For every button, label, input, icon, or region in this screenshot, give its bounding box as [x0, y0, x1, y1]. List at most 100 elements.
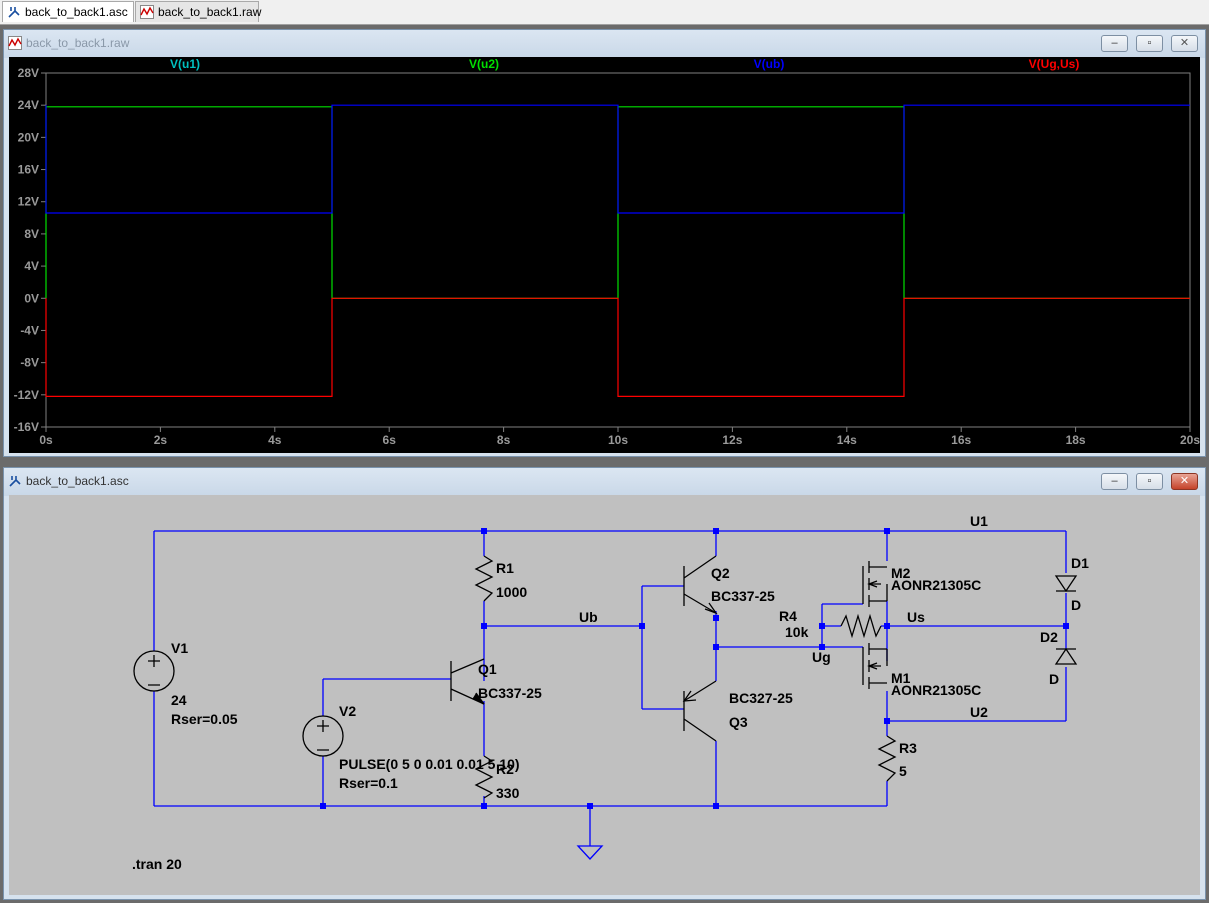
- net-label-u2[interactable]: U2: [970, 704, 988, 720]
- r3-symbol[interactable]: [877, 735, 897, 782]
- y-tick-label: -12V: [14, 388, 39, 402]
- r4-value[interactable]: 10k: [785, 624, 809, 640]
- y-tick-label: -4V: [20, 323, 39, 337]
- q3-symbol[interactable]: [682, 680, 717, 742]
- legend-entry: V(u2): [469, 57, 499, 71]
- q1-label[interactable]: Q1: [478, 661, 497, 677]
- r1-symbol[interactable]: [474, 555, 494, 602]
- schematic-drawing[interactable]: V1 24 Rser=0.05 V2 PULSE(0 5 0 0.01 0.01…: [9, 495, 1200, 895]
- v1-value[interactable]: 24: [171, 692, 187, 708]
- net-label-u1[interactable]: U1: [970, 513, 988, 529]
- y-tick-label: 16V: [18, 163, 39, 177]
- waveform-window-titlebar[interactable]: back_to_back1.raw ‒ ▫ ✕: [4, 30, 1205, 58]
- m1-label[interactable]: M1: [891, 670, 911, 686]
- ground-symbol[interactable]: [576, 806, 604, 860]
- r1-value[interactable]: 1000: [496, 584, 527, 600]
- minimize-button[interactable]: ‒: [1101, 35, 1128, 52]
- schematic-window-title: back_to_back1.asc: [26, 474, 129, 488]
- waveform-window-title: back_to_back1.raw: [26, 36, 130, 50]
- waveform-icon: [8, 36, 22, 50]
- close-icon: ✕: [1179, 475, 1190, 487]
- q3-label[interactable]: Q3: [729, 714, 748, 730]
- y-tick-label: 8V: [24, 227, 39, 241]
- x-tick-label: 12s: [722, 433, 742, 447]
- x-tick-label: 18s: [1066, 433, 1086, 447]
- q3-model[interactable]: BC327-25: [729, 690, 793, 706]
- tab-waveform-label: back_to_back1.raw: [158, 5, 262, 19]
- schematic-window: back_to_back1.asc ‒ ▫ ✕: [3, 467, 1206, 900]
- net-label-ub[interactable]: Ub: [579, 609, 598, 625]
- d2-model[interactable]: D: [1049, 671, 1059, 687]
- x-tick-label: 16s: [951, 433, 971, 447]
- restore-icon: ▫: [1147, 475, 1152, 487]
- net-label-ug[interactable]: Ug: [812, 649, 831, 665]
- tab-schematic[interactable]: back_to_back1.asc: [2, 1, 134, 22]
- v2-label[interactable]: V2: [339, 703, 356, 719]
- close-button[interactable]: ✕: [1171, 473, 1198, 490]
- minimize-icon: ‒: [1111, 37, 1118, 49]
- restore-button[interactable]: ▫: [1136, 35, 1163, 52]
- series-line-vugus: [45, 297, 1190, 397]
- m1-model[interactable]: AONR21305C: [891, 682, 981, 698]
- net-label-us[interactable]: Us: [907, 609, 925, 625]
- m2-label[interactable]: M2: [891, 565, 911, 581]
- y-tick-label: 12V: [18, 195, 39, 209]
- q2-label[interactable]: Q2: [711, 565, 730, 581]
- q2-symbol[interactable]: [683, 555, 718, 615]
- v1-label[interactable]: V1: [171, 640, 188, 656]
- y-tick-label: 0V: [24, 291, 39, 305]
- x-tick-label: 6s: [383, 433, 397, 447]
- schematic-canvas[interactable]: V1 24 Rser=0.05 V2 PULSE(0 5 0 0.01 0.01…: [9, 495, 1200, 895]
- wires: [153, 530, 1067, 807]
- spice-directive[interactable]: .tran 20: [132, 856, 182, 872]
- v2-rser[interactable]: Rser=0.1: [339, 775, 398, 791]
- d1-symbol[interactable]: [1054, 575, 1078, 593]
- m1-symbol[interactable]: [862, 643, 888, 689]
- r2-value[interactable]: 330: [496, 785, 520, 801]
- q2-model[interactable]: BC337-25: [711, 588, 775, 604]
- junction-dots: [320, 528, 1069, 809]
- document-tab-bar: back_to_back1.asc back_to_back1.raw: [0, 0, 1209, 25]
- d1-model[interactable]: D: [1071, 597, 1081, 613]
- r2-symbol[interactable]: [474, 755, 494, 799]
- d1-label[interactable]: D1: [1071, 555, 1089, 571]
- d2-symbol[interactable]: [1054, 647, 1078, 665]
- r4-symbol[interactable]: [840, 613, 882, 639]
- v1-rser[interactable]: Rser=0.05: [171, 711, 238, 727]
- tab-waveform[interactable]: back_to_back1.raw: [135, 1, 262, 22]
- schematic-window-titlebar[interactable]: back_to_back1.asc ‒ ▫ ✕: [4, 468, 1205, 496]
- minimize-icon: ‒: [1111, 475, 1118, 487]
- waveform-icon: [140, 5, 154, 19]
- d2-label[interactable]: D2: [1040, 629, 1058, 645]
- r2-label[interactable]: R2: [496, 761, 514, 777]
- v1-symbol[interactable]: [133, 650, 175, 692]
- m2-model[interactable]: AONR21305C: [891, 577, 981, 593]
- close-button[interactable]: ✕: [1171, 35, 1198, 52]
- q1-symbol[interactable]: [450, 658, 485, 705]
- r4-label[interactable]: R4: [779, 608, 797, 624]
- q1-model[interactable]: BC337-25: [478, 685, 542, 701]
- x-tick-label: 8s: [497, 433, 511, 447]
- legend-entry: V(ub): [754, 57, 785, 71]
- restore-icon: ▫: [1147, 37, 1152, 49]
- tab-schematic-label: back_to_back1.asc: [25, 5, 128, 19]
- v2-value[interactable]: PULSE(0 5 0 0.01 0.01 5 10): [339, 756, 520, 772]
- y-tick-label: -8V: [20, 356, 39, 370]
- y-tick-label: -16V: [14, 420, 39, 434]
- r1-label[interactable]: R1: [496, 560, 514, 576]
- m2-symbol[interactable]: [862, 561, 888, 607]
- r3-label[interactable]: R3: [899, 740, 917, 756]
- legend-entry: V(Ug,Us): [1029, 57, 1080, 71]
- schematic-icon: [8, 7, 20, 18]
- v2-symbol[interactable]: [302, 715, 344, 757]
- restore-button[interactable]: ▫: [1136, 473, 1163, 490]
- schematic-labels: V1 24 Rser=0.05 V2 PULSE(0 5 0 0.01 0.01…: [132, 513, 1089, 872]
- x-tick-label: 4s: [268, 433, 282, 447]
- minimize-button[interactable]: ‒: [1101, 473, 1128, 490]
- series-line-vub: [45, 104, 1190, 214]
- r3-value[interactable]: 5: [899, 763, 907, 779]
- x-tick-label: 2s: [154, 433, 168, 447]
